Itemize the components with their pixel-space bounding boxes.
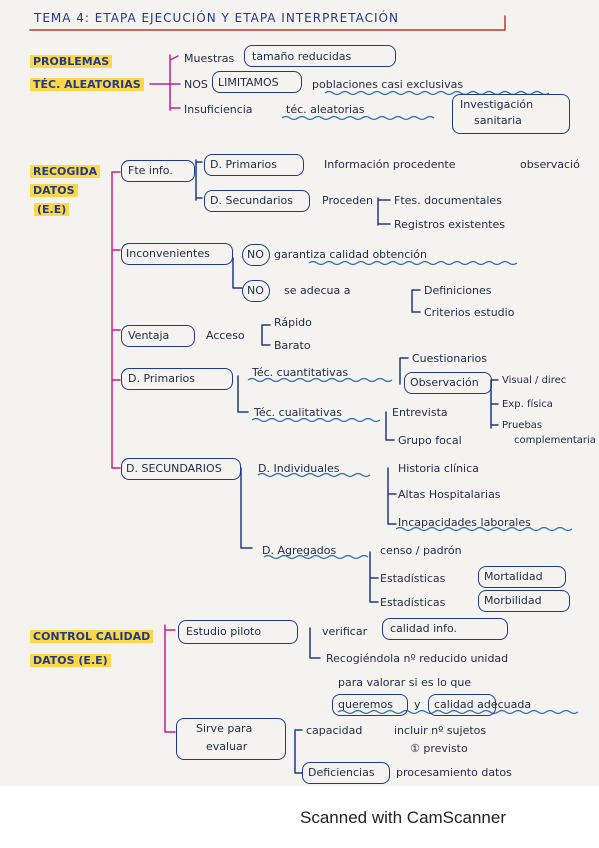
no1-circle [242, 244, 270, 266]
no1-text: NO [247, 248, 264, 261]
observacion2-text: Observación [410, 376, 479, 389]
investigacion-box [452, 94, 570, 134]
rapido-text: Rápido [274, 316, 312, 329]
tamano-text: tamaño reducidas [252, 50, 352, 63]
criterios-text: Criterios estudio [424, 306, 515, 319]
morbilidad-text: Morbilidad [484, 594, 542, 607]
altas-text: Altas Hospitalarias [398, 488, 501, 501]
barato-text: Barato [274, 339, 311, 352]
cuestionarios-text: Cuestionarios [412, 352, 488, 365]
informacion-text: Información procedente [324, 158, 456, 171]
deficiencias-text: Deficiencias [308, 766, 375, 779]
procesamiento-text: procesamiento datos [396, 766, 512, 779]
se-adecua-text: se adecua a [284, 284, 351, 297]
inconvenientes-text: Inconvenientes [126, 247, 210, 260]
definiciones-text: Definiciones [424, 284, 492, 297]
d-primarios-box [204, 154, 304, 176]
problemas-label: PROBLEMAS [30, 55, 113, 68]
verificar-text: verificar [322, 625, 368, 638]
entrevista-text: Entrevista [392, 406, 448, 419]
sirve-text: Sirve para [196, 722, 253, 735]
ventaja-box [121, 325, 195, 347]
y-text: y [414, 698, 421, 711]
morbilidad-box [478, 590, 570, 612]
tamano-box [244, 45, 396, 67]
registros-text: Registros existentes [394, 218, 505, 231]
complementarias-text: complementaria [514, 435, 596, 446]
investigacion-text: Investigación [460, 98, 534, 111]
queremos-text: queremos [338, 698, 393, 711]
d-primarios2-box [121, 368, 233, 390]
d-primarios-text: D. Primarios [210, 158, 277, 171]
estudio-piloto-text: Estudio piloto [186, 625, 262, 638]
incluir-text: incluir nº sujetos [394, 724, 487, 737]
ee-label: (E.E) [34, 203, 70, 216]
d-secundarios2-box [121, 458, 241, 480]
limitamos-box [212, 71, 302, 93]
calidad-adecuada-text: calidad adecuada [434, 698, 532, 711]
sirve-box [176, 718, 286, 760]
deficiencias-box [302, 762, 390, 784]
poblaciones-text: poblaciones casi exclusivas [312, 78, 464, 91]
sanitaria-text: sanitaria [474, 114, 522, 127]
no2-text: NO [247, 284, 264, 297]
nos-text: NOS [184, 78, 208, 91]
grupo-focal-text: Grupo focal [398, 434, 462, 447]
datos-label: DATOS [30, 184, 78, 197]
estudio-piloto-box [178, 620, 298, 644]
connector-lines [29, 15, 579, 774]
observacion-text: observació [520, 158, 580, 171]
previsto-text: ① previsto [410, 742, 468, 755]
insuficiencia-text: Insuficiencia [184, 103, 253, 116]
observacion2-box [404, 372, 492, 394]
para-valorar-text: para valorar si es lo que [338, 676, 472, 689]
tec-aleatorias-label: TÉC. ALEATORIAS [30, 78, 144, 91]
estadisticas2-text: Estadísticas [380, 596, 446, 609]
scanner-watermark: Scanned with CamScanner [300, 808, 507, 827]
d-individuales-text: D. Individuales [258, 462, 340, 475]
fte-info-text: Fte info. [128, 164, 173, 177]
capacidad-text: capacidad [306, 724, 363, 737]
no2-circle [242, 280, 270, 302]
mortalidad-box [478, 566, 566, 588]
mortalidad-text: Mortalidad [484, 570, 543, 583]
fte-info-box [121, 160, 195, 182]
censo-text: censo / padrón [380, 544, 462, 557]
proceden-text: Proceden [322, 194, 373, 207]
evaluar-text: evaluar [206, 740, 248, 753]
recogiendola-text: Recogiéndola nº reducido unidad [326, 652, 509, 665]
historia-text: Historia clínica [398, 462, 479, 475]
queremos-box [332, 694, 408, 716]
d-secundarios-text: D. Secundarios [210, 194, 293, 207]
tec-aleatorias-text: téc. aleatorias [286, 103, 365, 116]
d-primarios2-text: D. Primarios [128, 372, 195, 385]
pruebas-text: Pruebas [502, 420, 543, 431]
limitamos-text: LIMITAMOS [218, 76, 279, 89]
garantiza-text: garantiza calidad obtención [274, 248, 428, 261]
ftes-doc-text: Ftes. documentales [394, 194, 502, 207]
tec-cuant-text: Téc. cuantitativas [252, 366, 349, 379]
notes-page: TEMA 4: ETAPA EJECUCIÓN Y ETAPA INTERPRE… [0, 0, 599, 786]
d-secundarios-box [204, 190, 310, 212]
inconvenientes-box [121, 243, 233, 265]
muestras-text: Muestras [184, 52, 235, 65]
exp-fisica-text: Exp. física [502, 399, 553, 410]
calidad-box [428, 694, 496, 716]
calidad-info-text: calidad info. [390, 622, 458, 635]
d-secundarios2-text: D. SECUNDARIOS [126, 462, 222, 475]
calidad-info-box [382, 618, 508, 640]
acceso-text: Acceso [206, 329, 245, 342]
visual-text: Visual / direc [502, 375, 567, 386]
ventaja-text: Ventaja [128, 329, 170, 342]
recogida-label: RECOGIDA [30, 165, 101, 178]
page-title: TEMA 4: ETAPA EJECUCIÓN Y ETAPA INTERPRE… [34, 11, 399, 25]
tec-cual-text: Téc. cualitativas [254, 406, 342, 419]
estadisticas1-text: Estadísticas [380, 572, 446, 585]
d-agregados-text: D. Agregados [262, 544, 337, 557]
control-label: CONTROL CALIDAD [30, 630, 154, 643]
incapacidades-text: Incapacidades laborales [398, 516, 531, 529]
datos-ee-label: DATOS (E.E) [30, 654, 111, 667]
